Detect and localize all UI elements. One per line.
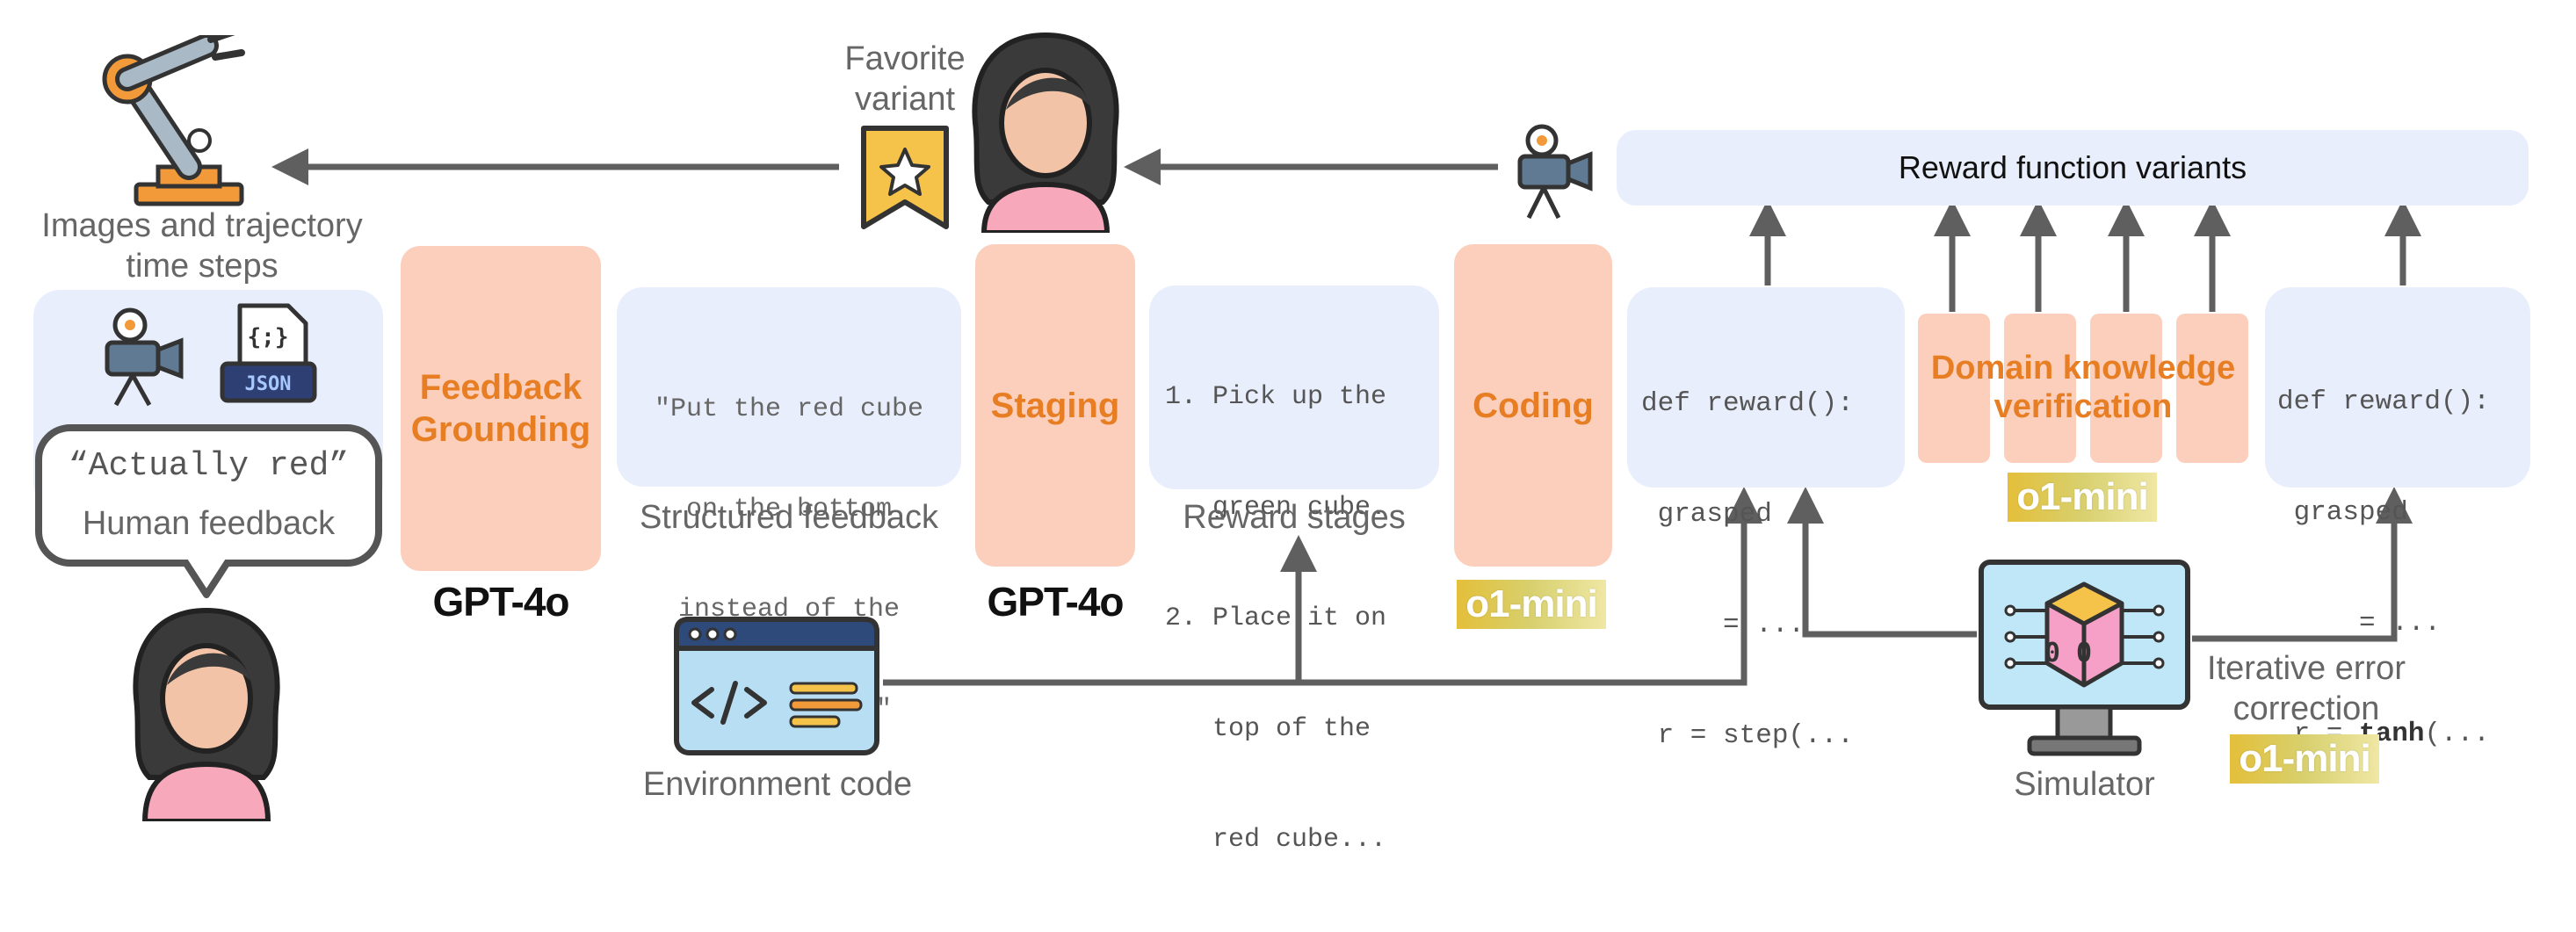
reward-stages-box: 1. Pick up the green cube. 2. Place it o… (1149, 285, 1439, 855)
camera-icon (1517, 124, 1593, 220)
human-user-icon (133, 607, 280, 821)
environment-code-icon (674, 617, 879, 755)
feedback-grounding-model: GPT-4o (432, 579, 569, 625)
json-file-icon: {;} JSON (220, 303, 317, 403)
reward-stages-caption: Reward stages (1183, 499, 1406, 536)
simulator-caption: Simulator (2014, 766, 2155, 803)
reward-code-text: def reward(): grasped = ... r = step(... (1641, 388, 1854, 751)
camera-icon (105, 307, 184, 407)
speech-bubble: “Actually red” Human feedback (35, 424, 382, 567)
reward-variants-bar: Reward function variants (1617, 130, 2529, 206)
domain-knowledge-model-badge: o1-mini (2008, 473, 2157, 522)
structured-feedback-box: "Put the red cube on the bottom instead … (617, 287, 961, 725)
staging-model: GPT-4o (987, 579, 1124, 625)
reward-code-box: def reward(): grasped = ... r = step(... (1627, 287, 1905, 751)
human-annotator-icon (972, 32, 1119, 233)
robot-arm-icon (102, 35, 245, 206)
star-bookmark-icon (861, 126, 949, 229)
simulator-monitor-icon: 0 0 (1979, 560, 2190, 756)
reward-stages-text: 1. Pick up the green cube. 2. Place it o… (1165, 382, 1387, 855)
corrected-reward-code-box: def reward(): grasped = ... r = tanh(... (2265, 287, 2530, 749)
reward-variants-title: Reward function variants (1898, 149, 2247, 185)
feedback-grounding-block: Feedback Grounding (401, 246, 601, 571)
json-braces: {;} (248, 324, 289, 350)
structured-feedback-caption: Structured feedback (639, 499, 939, 536)
robot-caption: Images and trajectory time steps (41, 207, 363, 285)
corrected-reward-code-text: def reward(): grasped = ... r = tanh(... (2277, 387, 2490, 749)
iterative-model-badge: o1-mini (2230, 734, 2379, 784)
json-label: JSON (245, 373, 292, 395)
human-feedback-quote: “Actually red” (68, 447, 350, 485)
domain-knowledge-block: Domain knowledge verification (1918, 314, 2248, 463)
coding-block: Coding (1454, 244, 1612, 567)
staging-block: Staging (975, 244, 1135, 567)
environment-code-caption: Environment code (642, 766, 913, 803)
human-feedback-label: Human feedback (82, 505, 336, 542)
favorite-caption: Favorite variant (844, 40, 966, 118)
domain-knowledge-label: Domain knowledge verification (1930, 350, 2236, 425)
speech-bubble-tail (180, 560, 233, 598)
chip-label: 0 0 (2044, 638, 2092, 668)
coding-model-badge: o1-mini (1457, 580, 1606, 629)
iterative-correction-caption: Iterative error correction (2207, 650, 2406, 727)
